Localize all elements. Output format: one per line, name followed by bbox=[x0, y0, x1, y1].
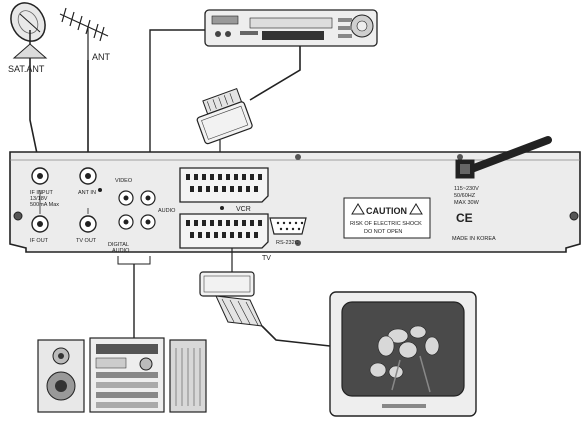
tv-out-connector bbox=[79, 215, 97, 233]
digital-audio-label-2: AUDIO bbox=[112, 248, 130, 254]
vcr-scart-label: VCR bbox=[236, 206, 251, 213]
tv-out-label: TV OUT bbox=[76, 238, 97, 244]
ant-in-label: ANT IN bbox=[78, 190, 96, 196]
tv-scart-label: TV bbox=[262, 255, 271, 262]
vcr-scart-socket bbox=[179, 167, 269, 203]
ant-in-connector bbox=[79, 167, 97, 185]
satellite-dish-icon bbox=[10, 2, 48, 59]
rca-jacks bbox=[118, 190, 156, 230]
hifi-system bbox=[37, 337, 207, 413]
audio-label: AUDIO bbox=[158, 208, 176, 214]
if-input-voltage: 13/18V bbox=[30, 196, 48, 202]
power-cord bbox=[470, 136, 552, 172]
caution-label bbox=[343, 197, 431, 239]
power-voltage: 115~230V bbox=[454, 186, 479, 192]
if-out-connector bbox=[31, 215, 49, 233]
rs232c-port bbox=[269, 217, 307, 235]
caution-title: CAUTION bbox=[366, 206, 407, 216]
tv-scart-plug bbox=[199, 271, 263, 327]
if-out-label: IF OUT bbox=[30, 238, 49, 244]
if-input-label: IF INPUT bbox=[30, 190, 54, 196]
power-frequency: 50/60HZ bbox=[454, 193, 476, 199]
sat-ant-label: SAT.ANT bbox=[8, 64, 45, 74]
power-socket bbox=[455, 159, 475, 179]
made-in-label: MADE IN KOREA bbox=[452, 236, 496, 242]
digital-audio-label-1: DIGITAL bbox=[108, 242, 129, 248]
ce-mark: CE bbox=[456, 211, 473, 225]
tv-scart-socket bbox=[179, 213, 269, 249]
rs232c-label: RS-232C bbox=[276, 240, 299, 246]
if-input-connector bbox=[31, 167, 49, 185]
vcr-device bbox=[204, 9, 378, 47]
television bbox=[329, 291, 477, 417]
if-input-current: 500mA Max bbox=[30, 202, 59, 208]
ant-label: ANT bbox=[92, 52, 111, 62]
caution-line-2: DO NOT OPEN bbox=[364, 229, 402, 235]
tv-antenna-icon bbox=[59, 7, 109, 60]
video-label: VIDEO bbox=[115, 178, 133, 184]
power-wattage: MAX 30W bbox=[454, 200, 480, 206]
vcr-scart-plug bbox=[196, 87, 253, 145]
caution-line-1: RISK OF ELECTRIC SHOCK bbox=[350, 221, 422, 227]
